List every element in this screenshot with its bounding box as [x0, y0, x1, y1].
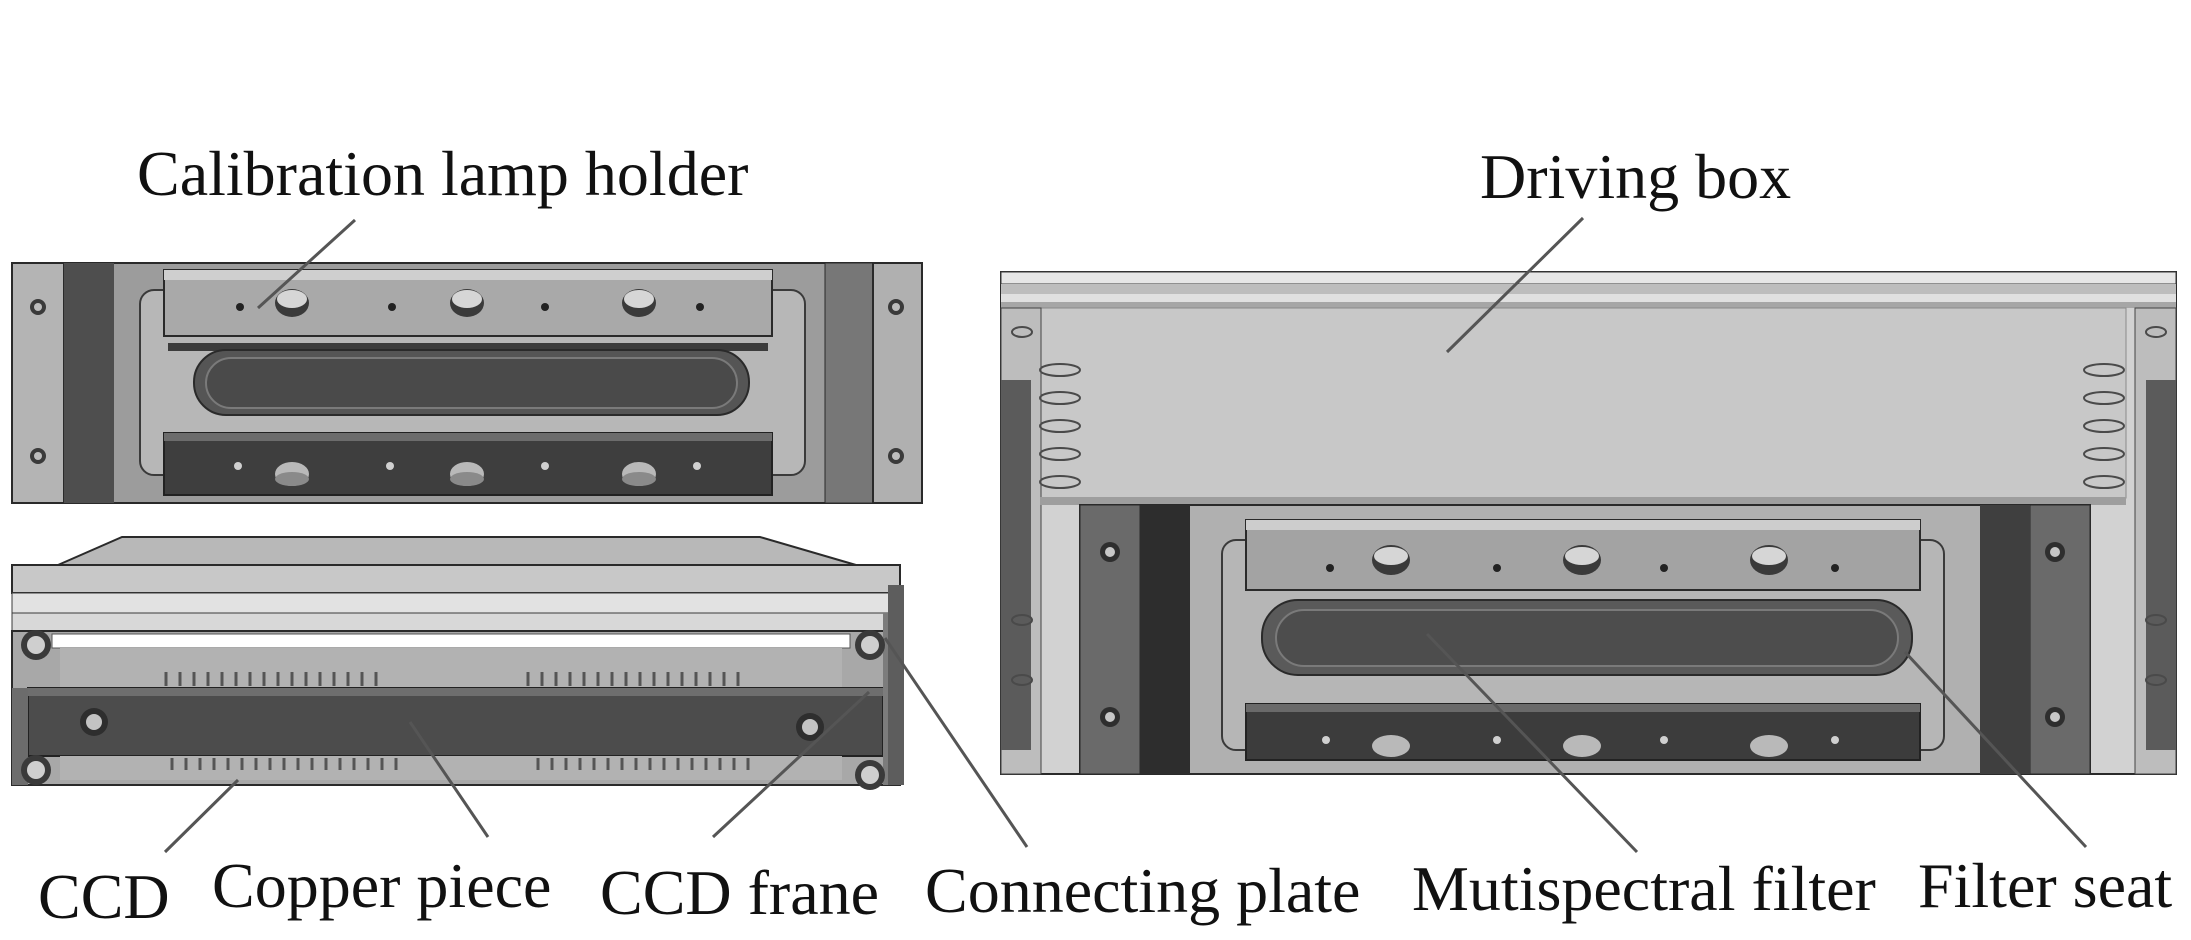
- label-connecting-plate: Connecting plate: [925, 855, 1360, 926]
- label-multispectral-filter: Mutispectral filter: [1412, 853, 1876, 924]
- leader-multispectral-filter: [1425, 632, 1639, 854]
- leader-ccd-frame: [711, 690, 871, 839]
- leader-ccd: [163, 778, 240, 854]
- driving-box-side-slots: [1011, 326, 2167, 686]
- leader-driving-box: [1445, 216, 1585, 354]
- driving-box-assembly-view: [1000, 271, 2177, 775]
- label-filter-seat: Filter seat: [1918, 850, 2172, 921]
- leader-lines: [163, 216, 2088, 854]
- leader-calibration-lamp-holder: [256, 218, 357, 310]
- leader-filter-seat: [1903, 650, 2088, 849]
- label-ccd-frame: CCD frane: [600, 857, 879, 928]
- labels: Calibration lamp holder Driving box CCD …: [38, 138, 2172, 932]
- leader-copper-piece: [408, 721, 490, 838]
- ccd-pin-row-lower: [170, 758, 750, 770]
- leader-connecting-plate: [883, 637, 1029, 848]
- label-driving-box: Driving box: [1480, 141, 1791, 212]
- label-copper-piece: Copper piece: [212, 850, 551, 921]
- label-calibration-lamp-holder: Calibration lamp holder: [137, 138, 748, 209]
- label-ccd: CCD: [38, 861, 170, 932]
- calibration-lamp-holder-view: [11, 262, 923, 504]
- ccd-assembly-view: [11, 536, 904, 790]
- ccd-pin-row-upper: [164, 672, 740, 686]
